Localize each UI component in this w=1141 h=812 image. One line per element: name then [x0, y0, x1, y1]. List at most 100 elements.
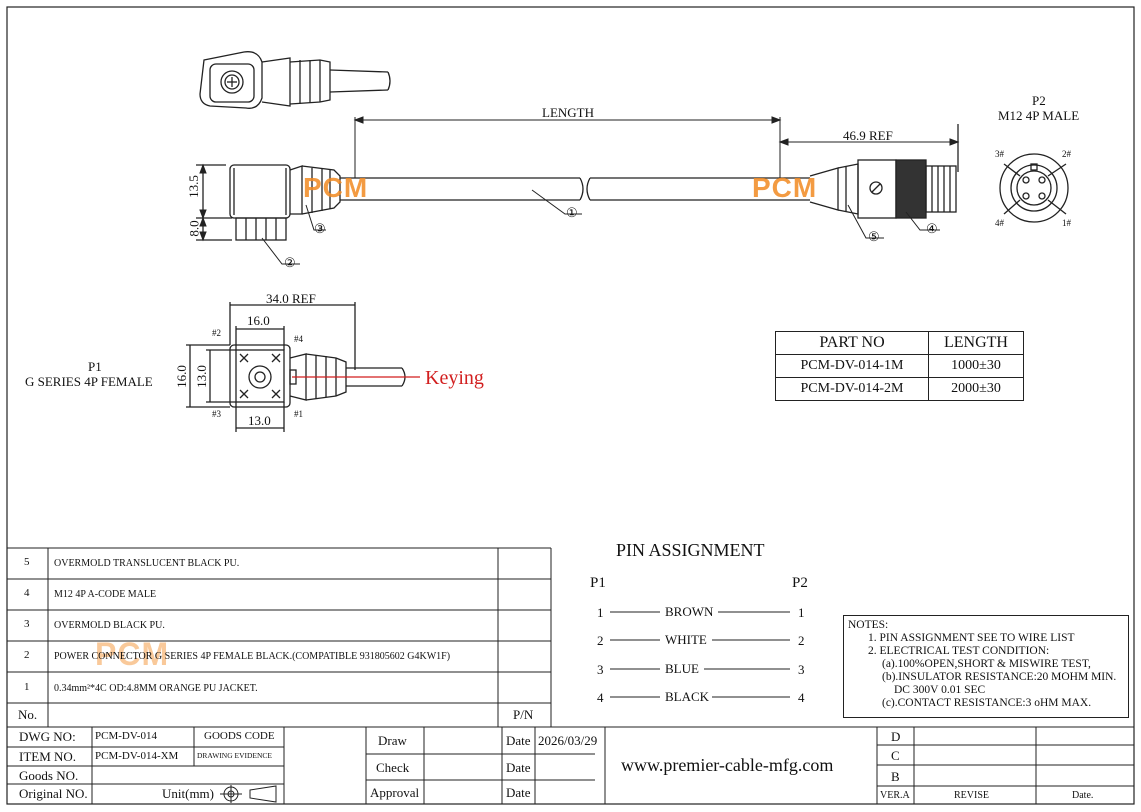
rev-c: C	[891, 748, 900, 763]
ref-dim: 46.9 REF	[843, 128, 893, 143]
p1-pin-1: #1	[294, 409, 303, 419]
p1-ref-dim: 34.0 REF	[266, 291, 316, 306]
date-label-check: Date	[506, 760, 531, 775]
pin-right-3: 3	[798, 662, 805, 677]
date-col-label: Date.	[1072, 790, 1094, 801]
bom-footer-no: No.	[18, 707, 38, 722]
p1-title: P1	[88, 359, 102, 374]
p2-pin-2: 2#	[1062, 149, 1071, 159]
dimension-lines	[199, 116, 960, 242]
p1-side-view	[196, 164, 810, 241]
callout-4: ④	[926, 221, 938, 236]
pin-assignment-p1: P1	[590, 575, 606, 591]
notes-box: NOTES: 1. PIN ASSIGNMENT SEE TO WIRE LIS…	[843, 615, 1129, 718]
original-no-label: Original NO.	[19, 786, 88, 801]
p2-side-view	[809, 124, 959, 219]
pin-left-4: 4	[597, 690, 604, 705]
pin-color-2: WHITE	[665, 632, 707, 647]
length-dim: LENGTH	[542, 105, 594, 120]
p1-pin-4: #4	[294, 334, 303, 344]
p2-pin-3: 3#	[995, 149, 1004, 159]
approval-label: Approval	[370, 785, 420, 800]
pin-left-3: 3	[597, 662, 604, 677]
bom-no-2: 2	[24, 649, 30, 661]
ver-label: VER.A	[880, 790, 910, 801]
watermark-logo: PCM	[95, 636, 170, 672]
part-no-cell: PCM-DV-014-1M	[775, 354, 929, 378]
pin-assignment-title: PIN ASSIGNMENT	[616, 540, 765, 560]
height-dim-8-0: 8.0	[186, 220, 202, 237]
website-text: www.premier-cable-mfg.com	[621, 755, 834, 775]
date-label-draw: Date	[506, 733, 531, 748]
pin-right-1: 1	[798, 605, 805, 620]
bom-no-3: 3	[24, 618, 30, 630]
keying-label: Keying	[425, 367, 484, 389]
note-line: 1. PIN ASSIGNMENT SEE TO WIRE LIST	[868, 632, 1075, 644]
p1-pin-2: #2	[212, 328, 221, 338]
item-no-value: PCM-DV-014-XM	[95, 750, 179, 762]
date-label-approval: Date	[506, 785, 531, 800]
bom-desc-1: 0.34mm²*4C OD:4.8MM ORANGE PU JACKET.	[54, 683, 258, 694]
item-no-label: ITEM NO.	[19, 749, 77, 764]
bom-footer-pn: P/N	[513, 707, 534, 722]
dwg-no-value: PCM-DV-014	[95, 730, 157, 742]
bom-no-1: 1	[24, 681, 30, 693]
bom-no-5: 5	[24, 556, 30, 568]
parts-header-length: LENGTH	[928, 331, 1024, 355]
pin-assignment-p2: P2	[792, 575, 808, 591]
note-line: (c).CONTACT RESISTANCE:3 oHM MAX.	[882, 697, 1092, 709]
rev-b: B	[891, 769, 900, 784]
pin-color-4: BLACK	[665, 689, 710, 704]
date-value: 2026/03/29	[538, 733, 598, 748]
watermark-logo: PCM	[752, 172, 818, 203]
pin-color-3: BLUE	[665, 661, 699, 676]
parts-header-part-no: PART NO	[775, 331, 929, 355]
bom-desc-3: OVERMOLD BLACK PU.	[54, 620, 165, 631]
bom-desc-4: M12 4P A-CODE MALE	[54, 589, 157, 600]
table-row: PCM-DV-014-2M 2000±30	[775, 377, 1024, 401]
drawing-evidence-label: DRAWING EVIDENCE	[197, 751, 273, 760]
note-line: 2. ELECTRICAL TEST CONDITION:	[868, 645, 1050, 657]
p1-width-dim-13: 13.0	[248, 413, 271, 428]
note-line: (b).INSULATOR RESISTANCE:20 MOHM MIN.	[882, 671, 1117, 683]
note-line: (a).100%OPEN,SHORT & MISWIRE TEST,	[882, 658, 1091, 670]
callout-3: ③	[314, 221, 326, 236]
length-cell: 2000±30	[928, 377, 1024, 401]
pin-color-1: BROWN	[665, 604, 714, 619]
bom-desc-5: OVERMOLD TRANSLUCENT BLACK PU.	[54, 558, 240, 569]
p1-height-dim-16: 16.0	[173, 365, 189, 388]
pin-right-2: 2	[798, 633, 805, 648]
part-no-cell: PCM-DV-014-2M	[775, 377, 929, 401]
dwg-no-label: DWG NO:	[19, 729, 76, 744]
p2-subtitle: M12 4P MALE	[998, 108, 1080, 123]
p1-height-dim-13: 13.0	[193, 365, 209, 388]
note-line: DC 300V 0.01 SEC	[894, 684, 986, 696]
bom-grid	[7, 547, 1134, 728]
title-block-grid	[7, 727, 1134, 804]
p1-perspective-icon	[199, 51, 391, 109]
notes-title: NOTES:	[848, 619, 889, 631]
p2-title: P2	[1032, 93, 1046, 108]
callout-1: ①	[566, 205, 578, 220]
goods-no-label: Goods NO.	[19, 768, 79, 783]
pin-left-2: 2	[597, 633, 604, 648]
watermark-logo: PCM	[303, 172, 369, 203]
bom-desc-2: POWER CONNECTOR G SERIES 4P FEMALE BLACK…	[54, 651, 451, 662]
p2-pin-1: 1#	[1062, 218, 1071, 228]
height-dim-13-5: 13.5	[185, 175, 201, 198]
p1-width-dim-16: 16.0	[247, 313, 270, 328]
callout-leaders	[261, 189, 940, 265]
p1-pin-3: #3	[212, 409, 221, 419]
table-row: PCM-DV-014-1M 1000±30	[775, 354, 1024, 378]
length-cell: 1000±30	[928, 354, 1024, 378]
goods-code-label: GOODS CODE	[204, 730, 275, 742]
p1-subtitle: G SERIES 4P FEMALE	[25, 374, 153, 389]
callout-5: ⑤	[868, 229, 880, 244]
unit-label: Unit(mm)	[162, 786, 214, 801]
pin-right-4: 4	[798, 690, 805, 705]
check-label: Check	[376, 760, 410, 775]
revise-label: REVISE	[954, 790, 989, 801]
pin-lines	[610, 611, 790, 698]
callout-2: ②	[284, 255, 296, 270]
